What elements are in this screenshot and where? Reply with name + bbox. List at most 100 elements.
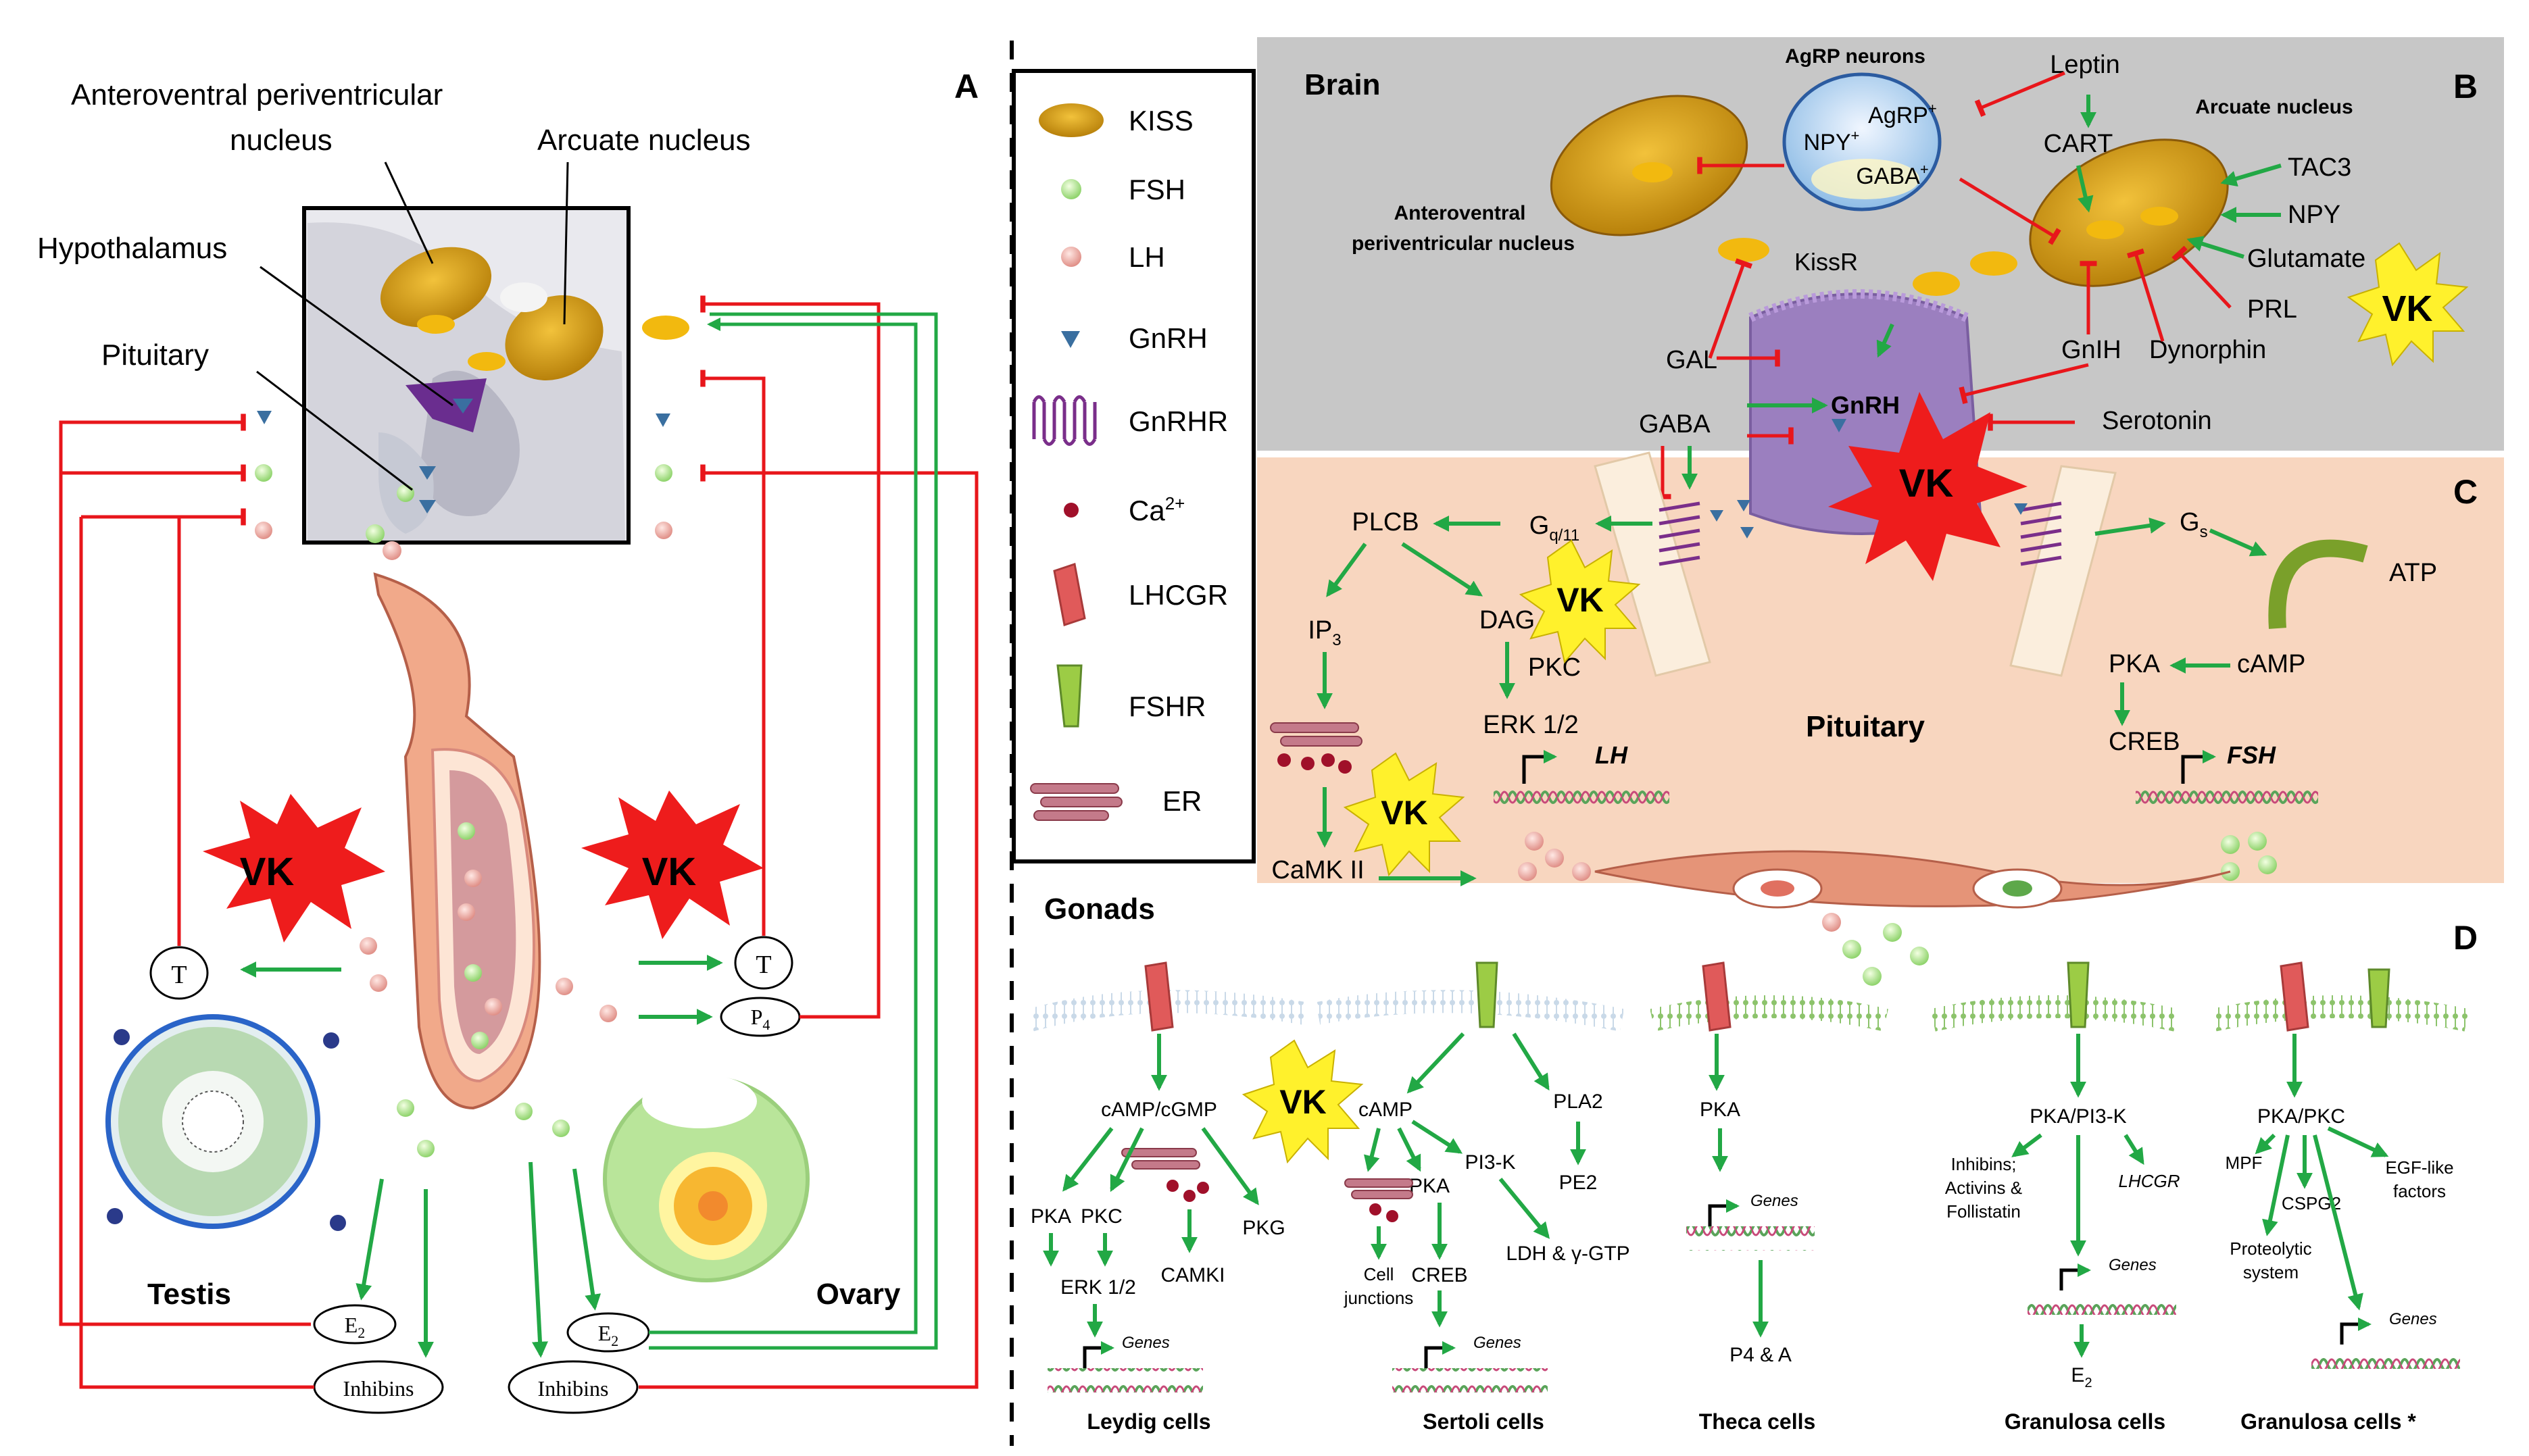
svg-text:KissR: KissR xyxy=(1794,248,1858,276)
svg-text:Dynorphin: Dynorphin xyxy=(2149,336,2266,364)
svg-text:Gs: Gs xyxy=(2180,508,2208,541)
svg-text:MPF: MPF xyxy=(2226,1153,2263,1173)
legend-er: ER xyxy=(1162,785,1202,817)
svg-text:Genes: Genes xyxy=(1750,1192,1798,1210)
ovary-illustration xyxy=(603,1074,810,1282)
svg-text:PKA: PKA xyxy=(1409,1175,1450,1197)
legend: KISS FSH LH GnRH GnRHR Ca2+ LHCGR FSHR E… xyxy=(1012,69,1256,863)
cart-label: CART xyxy=(2044,130,2113,158)
svg-text:system: system xyxy=(2243,1262,2299,1282)
legend-lhcgr: LHCGR xyxy=(1129,579,1228,611)
svg-text:PI3-K: PI3-K xyxy=(1465,1151,1515,1174)
svg-text:Activins &: Activins & xyxy=(1945,1178,2022,1198)
legend-lh-icon xyxy=(1061,247,1081,267)
vk-burst-testis: VK xyxy=(203,794,385,943)
svg-text:periventricular nucleus: periventricular nucleus xyxy=(1352,232,1575,255)
legend-gnrhr-icon xyxy=(1032,395,1097,446)
testis-label: Testis xyxy=(147,1278,231,1311)
svg-text:DAG: DAG xyxy=(1479,606,1535,634)
svg-text:Granulosa cells: Granulosa cells xyxy=(2005,1409,2165,1434)
svg-text:PKC: PKC xyxy=(1528,653,1581,682)
svg-text:Genes: Genes xyxy=(1122,1334,1170,1352)
legend-gnrhr: GnRHR xyxy=(1129,405,1228,437)
hypothalamus-label: Hypothalamus xyxy=(37,232,227,265)
legend-ca: Ca2+ xyxy=(1129,493,1185,526)
svg-text:VK: VK xyxy=(1556,581,1603,619)
gonads-label: Gonads xyxy=(1044,893,1155,926)
testis-illustration xyxy=(105,1014,346,1231)
avpv-nucleus xyxy=(380,247,492,328)
svg-text:PKA/PI3-K: PKA/PI3-K xyxy=(2030,1105,2126,1128)
svg-text:IP3: IP3 xyxy=(1308,616,1341,649)
svg-text:Glutamate: Glutamate xyxy=(2247,245,2365,273)
legend-ca-icon xyxy=(1064,503,1079,518)
panel-label-b: B xyxy=(2453,68,2478,105)
vk-burst-brain: VK xyxy=(2347,242,2469,367)
svg-text:cAMP: cAMP xyxy=(2237,650,2305,678)
testosterone-node-ovary xyxy=(734,936,793,990)
svg-text:cAMP: cAMP xyxy=(1358,1099,1413,1121)
avpv-label-2: nucleus xyxy=(230,124,333,157)
svg-text:GnIH: GnIH xyxy=(2061,336,2121,364)
svg-text:GABA: GABA xyxy=(1639,410,1711,438)
panel-a: Anteroventral periventricular nucleus Ar… xyxy=(37,78,979,1414)
svg-text:ATP: ATP xyxy=(2389,559,2437,587)
svg-text:Genes: Genes xyxy=(2109,1256,2157,1274)
svg-text:LDH & γ-GTP: LDH & γ-GTP xyxy=(1506,1242,1629,1265)
svg-text:Serotonin: Serotonin xyxy=(2102,407,2212,435)
svg-text:P4: P4 xyxy=(751,1005,770,1033)
svg-text:Gq/11: Gq/11 xyxy=(1529,511,1580,545)
panel-c: VK PLCB Gq/11 IP3 DAG PKC ERK 1/2 LH CaM… xyxy=(1270,392,2437,909)
svg-text:Genes: Genes xyxy=(2389,1310,2437,1328)
svg-text:PRL: PRL xyxy=(2247,295,2297,324)
legend-kiss: KISS xyxy=(1129,105,1194,136)
svg-text:VK: VK xyxy=(1899,461,1954,505)
svg-text:T: T xyxy=(171,961,187,989)
legend-fsh: FSH xyxy=(1129,174,1185,205)
svg-text:E2: E2 xyxy=(345,1313,366,1341)
estradiol-node-testis xyxy=(313,1304,397,1345)
svg-text:junctions: junctions xyxy=(1344,1288,1414,1308)
legend-gnrh: GnRH xyxy=(1129,322,1208,354)
vk-burst-camk: VK xyxy=(1343,752,1465,877)
pituitary-vessel xyxy=(373,572,541,1110)
arcuate-nucleus-label: Arcuate nucleus xyxy=(2195,96,2353,118)
svg-text:Cell: Cell xyxy=(1364,1264,1394,1284)
svg-text:GABA+: GABA+ xyxy=(1856,161,1928,189)
svg-text:ERK 1/2: ERK 1/2 xyxy=(1483,711,1579,739)
svg-text:PLCB: PLCB xyxy=(1352,508,1419,536)
panel-label-d: D xyxy=(2453,919,2478,957)
svg-text:CREB: CREB xyxy=(2109,728,2180,756)
testosterone-node-testis xyxy=(149,946,209,1000)
svg-text:factors: factors xyxy=(2393,1181,2446,1201)
svg-text:ERK 1/2: ERK 1/2 xyxy=(1060,1276,1136,1299)
svg-text:E2: E2 xyxy=(2071,1364,2092,1390)
arcuate-nucleus xyxy=(505,295,604,380)
svg-text:VK: VK xyxy=(2382,288,2432,329)
arcuate-label: Arcuate nucleus xyxy=(537,124,751,157)
legend-fshr: FSHR xyxy=(1129,691,1206,722)
svg-text:Granulosa cells *: Granulosa cells * xyxy=(2240,1409,2416,1434)
svg-text:VK: VK xyxy=(1381,794,1427,832)
panel-d: Gonads cAMP/cGMP PKA PKC ERK 1/2 CAMKI P… xyxy=(1027,893,2470,1434)
legend-fsh-icon xyxy=(1061,179,1081,199)
brain-label: Brain xyxy=(1304,68,1380,101)
svg-text:GnRH: GnRH xyxy=(1831,391,1900,419)
svg-text:FSH: FSH xyxy=(2227,741,2276,769)
svg-text:CREB: CREB xyxy=(1411,1264,1467,1286)
agrp-neurons-label: AgRP neurons xyxy=(1785,45,1925,68)
svg-text:PKC: PKC xyxy=(1081,1205,1123,1228)
svg-text:Follistatin: Follistatin xyxy=(1946,1201,2021,1222)
svg-text:PKA: PKA xyxy=(1031,1205,1071,1228)
svg-text:PE2: PE2 xyxy=(1559,1172,1598,1194)
svg-text:CaMK II: CaMK II xyxy=(1271,856,1364,884)
svg-text:P4 & A: P4 & A xyxy=(1729,1344,1792,1366)
svg-text:Anteroventral: Anteroventral xyxy=(1394,202,1525,224)
inhibins-node-ovary xyxy=(508,1360,639,1414)
svg-text:NPY: NPY xyxy=(2288,201,2340,229)
svg-text:VK: VK xyxy=(642,850,697,894)
avpv-label: Anteroventral periventricular xyxy=(71,78,443,111)
svg-text:E2: E2 xyxy=(598,1321,619,1349)
svg-text:CAMKI: CAMKI xyxy=(1160,1264,1225,1286)
svg-text:TAC3: TAC3 xyxy=(2288,153,2351,182)
